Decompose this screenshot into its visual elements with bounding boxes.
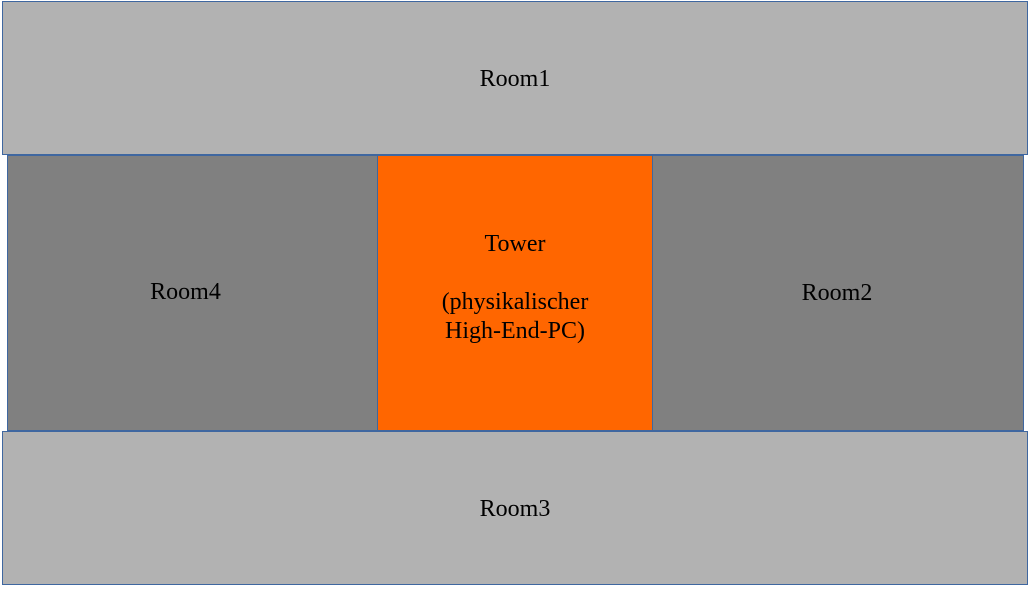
room3-box: Room3: [2, 431, 1028, 585]
room1-label: Room1: [479, 65, 551, 92]
room4-box: Room4: [7, 155, 378, 431]
tower-text: Tower (physikalischer High-End-PC): [442, 230, 589, 346]
tower-box: Tower (physikalischer High-End-PC): [377, 155, 653, 431]
tower-desc-line1: (physikalischer: [441, 289, 589, 315]
tower-title: Tower: [484, 231, 546, 257]
room3-label: Room3: [479, 495, 551, 522]
room2-box: Room2: [652, 155, 1024, 431]
room2-label: Room2: [801, 279, 873, 306]
tower-desc-line2: High-End-PC): [445, 318, 585, 344]
room1-box: Room1: [2, 1, 1028, 155]
room4-label: Room4: [150, 278, 221, 305]
